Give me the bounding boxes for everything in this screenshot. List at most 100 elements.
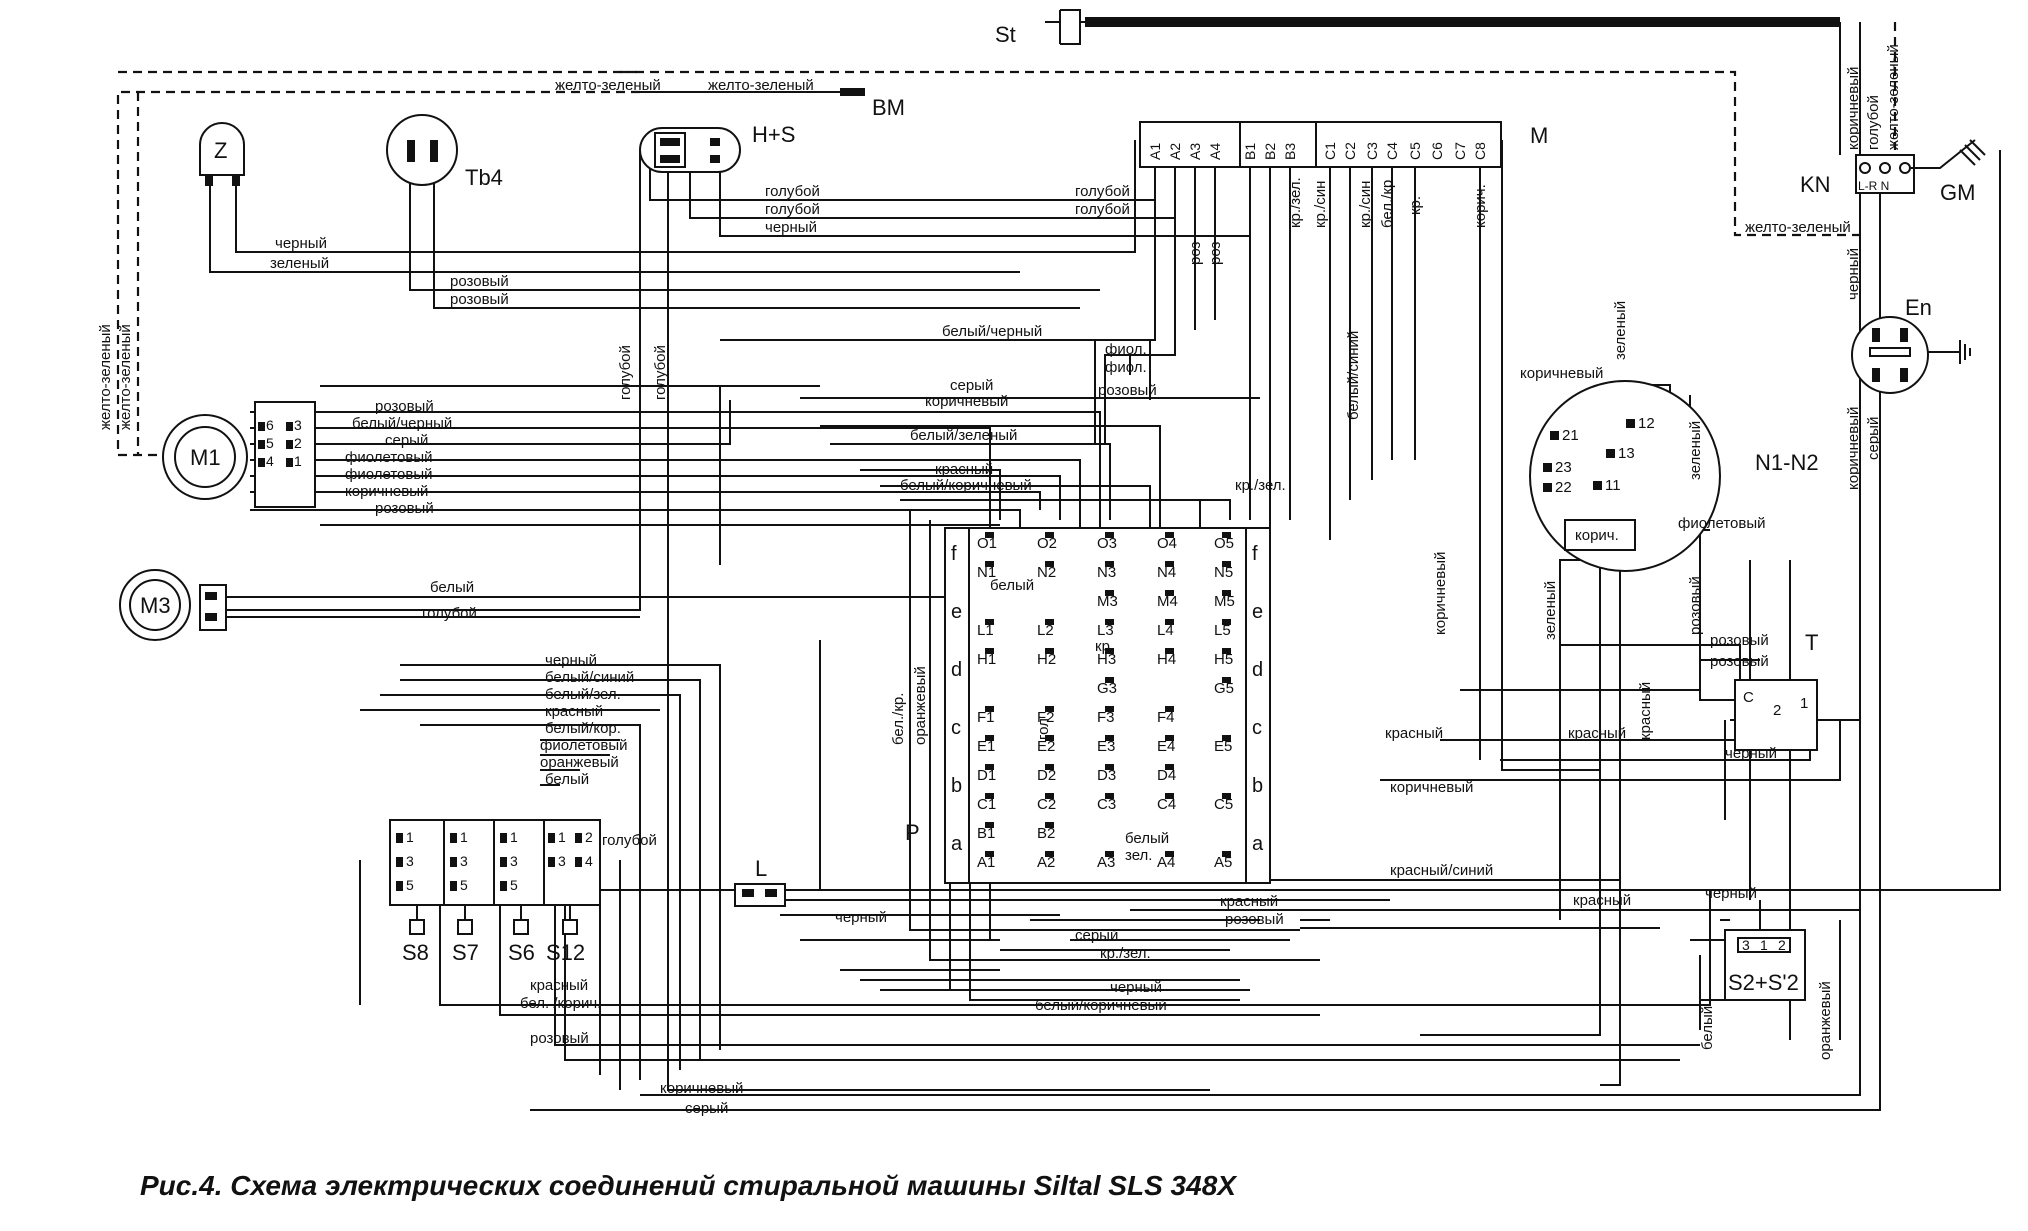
svg-text:бел./кр.: бел./кр. — [890, 693, 907, 745]
switch-pin-mark — [396, 881, 403, 891]
p-row-right-d: d — [1252, 659, 1263, 681]
svg-text:корич.: корич. — [1575, 527, 1619, 544]
p-contact-m4: M4 — [1157, 593, 1178, 610]
svg-text:черный: черный — [835, 909, 887, 926]
p-contact-b1: B1 — [977, 825, 995, 842]
p-contact-mark — [985, 735, 994, 741]
component-hs: H+S — [639, 122, 795, 173]
switch-pin-mark — [500, 881, 507, 891]
p-contact-mark — [1045, 764, 1054, 770]
svg-text:серый: серый — [950, 377, 993, 394]
switch-pin-mark — [500, 857, 507, 867]
svg-text:красный: красный — [935, 461, 993, 478]
switch-pin-mark — [450, 833, 457, 843]
p-row-left-e: e — [951, 601, 962, 623]
m-terminal-b3: B3 — [1282, 143, 1298, 160]
svg-text:коричневый: коричневый — [1520, 365, 1603, 382]
figure-caption: Рис.4. Схема электрических соединений ст… — [140, 1170, 1238, 1201]
m-terminal-c8: C8 — [1472, 142, 1488, 160]
label-bm: BM — [872, 95, 905, 120]
p-contact-o5: O5 — [1214, 535, 1234, 552]
plug-st: St — [995, 9, 1090, 47]
svg-text:розовый: розовый — [375, 500, 434, 517]
p-contact-mark — [1165, 561, 1174, 567]
s12-pin-2: 2 — [585, 829, 593, 845]
m-terminal-c5: C5 — [1407, 142, 1423, 160]
p-contact-h5: H5 — [1214, 651, 1233, 668]
s12-pin-mark — [575, 833, 582, 843]
p-row-left-d: d — [951, 659, 962, 681]
component-tb4: Tb4 — [386, 114, 503, 190]
p-contact-mark — [1105, 677, 1114, 683]
svg-text:коричневый: коричневый — [660, 1080, 743, 1097]
p-contact-mark — [1105, 735, 1114, 741]
svg-text:белый/коричневый: белый/коричневый — [1035, 997, 1167, 1014]
svg-text:красный: красный — [545, 703, 603, 720]
n-pin-mark — [1550, 431, 1559, 440]
p-contact-mark — [1045, 735, 1054, 741]
p-contact-f1: F1 — [977, 709, 995, 726]
p-contact-a2: A2 — [1037, 854, 1055, 871]
label-en: En — [1905, 295, 1932, 320]
p-contact-d4: D4 — [1157, 767, 1176, 784]
svg-text:фиол.: фиол. — [1105, 359, 1147, 376]
switch-pin-3: 3 — [406, 853, 414, 869]
p-row-left-b: b — [951, 775, 962, 797]
svg-text:зеленый: зеленый — [1612, 301, 1629, 360]
s12-pin-4: 4 — [585, 853, 593, 869]
switch-pin-5: 5 — [460, 877, 468, 893]
m-terminal-c6: C6 — [1429, 142, 1445, 160]
component-kn: L-R N KN GM — [1800, 139, 1986, 205]
n-pin-21: 21 — [1562, 427, 1579, 444]
p-contact-h4: H4 — [1157, 651, 1176, 668]
p-contact-mark — [1222, 735, 1231, 741]
svg-text:розовый: розовый — [530, 1030, 589, 1047]
switch-pin-mark — [396, 857, 403, 867]
switch-pin-5: 5 — [406, 877, 414, 893]
label-kn: KN — [1800, 172, 1831, 197]
n-pin-11: 11 — [1605, 477, 1621, 494]
harness-wires — [210, 339, 1260, 1080]
p-contact-f4: F4 — [1157, 709, 1175, 726]
svg-text:красный/синий: красный/синий — [1390, 862, 1493, 879]
p-contact-l1: L1 — [977, 622, 994, 639]
switch-pin-1: 1 — [406, 829, 414, 845]
p-contact-mark — [1045, 793, 1054, 799]
m-terminal-c2: C2 — [1342, 142, 1358, 160]
svg-text:кр./син: кр./син — [1357, 181, 1374, 228]
bm-terminal: BM — [840, 88, 905, 120]
p-contact-mark — [985, 851, 994, 857]
p-contact-a1: A1 — [977, 854, 995, 871]
label-m1: M1 — [190, 445, 221, 470]
switch-pin-3: 3 — [460, 853, 468, 869]
svg-text:красный: красный — [1385, 725, 1443, 742]
p-contact-c3: C3 — [1097, 796, 1116, 813]
p-contact-mark — [985, 619, 994, 625]
p-contact-mark — [1045, 706, 1054, 712]
svg-text:голубой: голубой — [765, 183, 820, 200]
svg-text:кр.: кр. — [1407, 196, 1424, 215]
s2-pin-3: 3 — [1742, 937, 1750, 953]
label-s12: S12 — [546, 940, 585, 965]
svg-text:желто-зеленый: желто-зеленый — [708, 77, 814, 94]
p-contact-n2: N2 — [1037, 564, 1056, 581]
svg-text:кр./син: кр./син — [1312, 181, 1329, 228]
n-pin-mark — [1593, 481, 1602, 490]
svg-text:белый/зеленый: белый/зеленый — [910, 427, 1017, 444]
p-contact-h1: H1 — [977, 651, 996, 668]
label-s7: S7 — [452, 940, 479, 965]
svg-text:черный: черный — [1110, 979, 1162, 996]
p-row-right-e: e — [1252, 601, 1263, 623]
svg-text:желто-зеленый: желто-зеленый — [1885, 44, 1902, 150]
svg-text:кр.: кр. — [1095, 638, 1114, 655]
p-contact-mark — [1165, 764, 1174, 770]
p-contact-m3: M3 — [1097, 593, 1118, 610]
p-contact-mark — [1045, 619, 1054, 625]
motor-m3: M3 — [119, 569, 227, 641]
component-en: En — [1851, 295, 1971, 394]
p-contact-o1: O1 — [977, 535, 997, 552]
m1-pin-mark — [286, 458, 293, 467]
svg-text:бел./кр: бел./кр — [1379, 180, 1396, 228]
p-contact-l3: L3 — [1097, 622, 1114, 639]
